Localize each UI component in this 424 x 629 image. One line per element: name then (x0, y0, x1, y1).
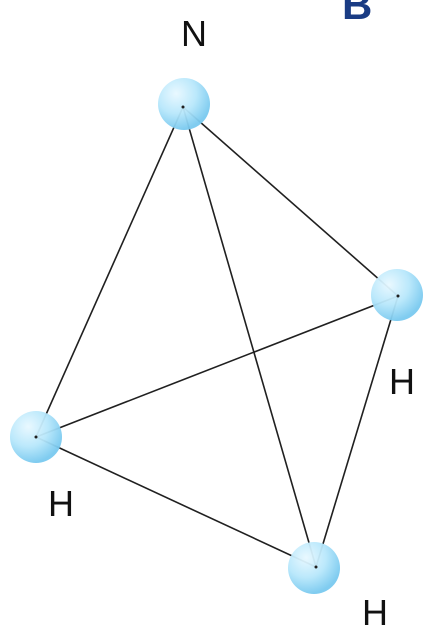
edge-n-h-left (35, 106, 184, 438)
edge-h-right-h-bottom (315, 295, 399, 568)
edge-h-left-h-bottom (35, 436, 317, 568)
vertex-points (34, 105, 400, 569)
edge-h-left-h-right (35, 295, 399, 438)
vertex-h-left (34, 435, 38, 439)
tetrahedron-edges (35, 106, 399, 568)
atom-h-bottom (288, 542, 340, 594)
vertex-h-right (396, 294, 400, 298)
atom-label-n: N (181, 13, 207, 54)
vertex-n-top (181, 105, 185, 109)
vertex-h-bottom (314, 565, 318, 569)
edge-n-h-bottom (182, 106, 317, 568)
edge-n-h-right (182, 106, 399, 297)
atom-n-top (158, 78, 210, 130)
panel-label: B (342, 0, 373, 28)
atom-label-h-left: H (48, 483, 74, 524)
atom-label-h-right: H (389, 361, 415, 402)
atom-label-h-bottom: H (362, 592, 388, 629)
